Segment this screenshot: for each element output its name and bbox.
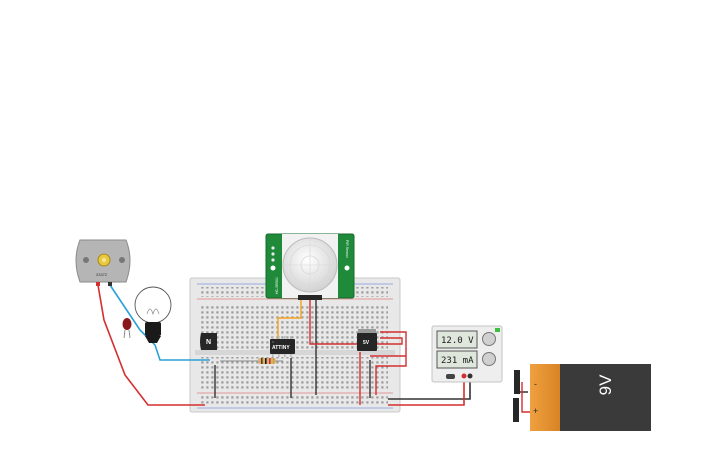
wire-battery-red[interactable] bbox=[521, 382, 530, 413]
regulator-label: 5V bbox=[363, 340, 370, 346]
attiny-label: ATTINY bbox=[272, 345, 290, 351]
pir-sensor[interactable]: HC-SR501 PIR Sensor bbox=[265, 233, 355, 300]
wire-pir-red[interactable] bbox=[309, 300, 403, 345]
voltage-knob[interactable] bbox=[482, 332, 496, 346]
resistor[interactable] bbox=[220, 358, 283, 364]
attiny-chip[interactable]: ATTINY bbox=[270, 336, 295, 357]
voltage-display bbox=[436, 330, 478, 349]
battery-plus: + bbox=[533, 406, 538, 416]
battery-minus: - bbox=[534, 379, 537, 389]
bulb-glass-icon bbox=[134, 286, 172, 324]
motor-label: 23372 bbox=[96, 272, 108, 277]
current-knob[interactable] bbox=[482, 352, 496, 366]
voltage-regulator[interactable]: 5V bbox=[357, 329, 377, 351]
capacitor[interactable] bbox=[122, 318, 132, 339]
battery-label: 9V bbox=[596, 374, 615, 395]
pir-left-label: HC-SR501 bbox=[275, 277, 279, 294]
wire-pir-orange[interactable] bbox=[277, 300, 302, 340]
wire-psu-red[interactable] bbox=[388, 376, 465, 406]
power-supply[interactable]: 12.0 V 231 mA bbox=[431, 325, 503, 383]
light-bulb[interactable] bbox=[134, 286, 172, 343]
pir-right-label: PIR Sensor bbox=[345, 240, 349, 259]
wire-reg-red[interactable] bbox=[375, 331, 407, 395]
voltage-readout: 12.0 V bbox=[441, 336, 474, 346]
current-display bbox=[436, 350, 478, 369]
transistor[interactable]: N bbox=[200, 333, 217, 350]
transistor-label: N bbox=[206, 339, 211, 346]
wire-motor-red[interactable] bbox=[97, 284, 205, 406]
wire-psu-black[interactable] bbox=[388, 376, 471, 400]
battery-9v[interactable]: - + 9V bbox=[513, 364, 651, 431]
dc-motor[interactable]: 23372 bbox=[75, 239, 131, 286]
wires bbox=[97, 284, 530, 413]
current-readout: 231 mA bbox=[441, 356, 474, 366]
